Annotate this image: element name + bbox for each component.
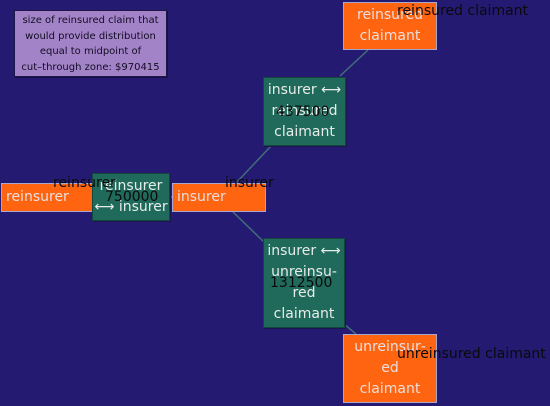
label-insurer: insurer bbox=[225, 175, 274, 191]
distribution-annotation: size of reinsured claim that would provi… bbox=[14, 10, 167, 77]
node-reinsured-claimant[interactable]: reinsured claimant bbox=[343, 2, 437, 50]
label-reinsured-claimant: reinsured claimant bbox=[397, 3, 529, 19]
node-unreinsured-claimant[interactable]: unreinsur‐ ed claimant bbox=[343, 334, 437, 403]
edge-reinsured-claim-to-claimant bbox=[339, 49, 369, 77]
edge-unreinsured-claim-to-claimant bbox=[343, 323, 357, 335]
node-insurer[interactable]: insurer bbox=[172, 183, 266, 212]
label-unreinsured-claimant: unreinsured claimant bbox=[397, 346, 546, 362]
amount-insurer-unreinsured-claimant: 1312500 bbox=[270, 275, 333, 291]
node-reinsurer-insurer-claim[interactable]: reinsurer ⟷ insurer bbox=[92, 173, 170, 221]
label-reinsurer: reinsurer bbox=[53, 175, 116, 191]
edge-insurer-to-unreinsured-claim bbox=[232, 211, 265, 243]
node-insurer-reinsured-claim[interactable]: insurer ⟷ reinsured claimant bbox=[263, 77, 346, 146]
annotation-line: equal to midpoint of bbox=[39, 46, 142, 57]
node-insurer-unreinsured-claim[interactable]: insurer ⟷ unreinsu‐ red claimant bbox=[263, 238, 345, 328]
annotation-line: cut–through zone: $970415 bbox=[21, 61, 160, 73]
amount-insurer-reinsured-claimant: 437500 bbox=[276, 104, 330, 120]
node-reinsurer[interactable]: reinsurer bbox=[1, 183, 94, 212]
annotation-line: would provide distribution bbox=[25, 30, 156, 42]
edge-insurer-to-reinsured-claim bbox=[235, 145, 272, 184]
amount-reinsurer-insurer: 750000 bbox=[105, 189, 159, 205]
annotation-line: size of reinsured claim that bbox=[22, 15, 159, 26]
